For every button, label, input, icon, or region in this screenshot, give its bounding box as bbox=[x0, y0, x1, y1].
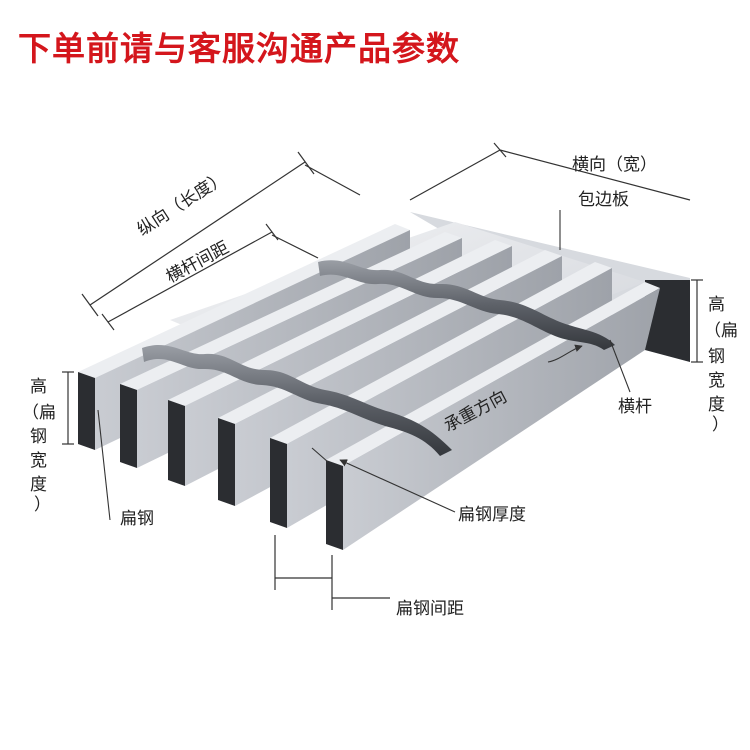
label-flat-steel: 扁钢 bbox=[120, 509, 154, 529]
thickness-tick bbox=[311, 447, 329, 463]
label-height-right-4: 宽 bbox=[708, 371, 725, 391]
twisted-crossbar bbox=[142, 344, 452, 456]
label-height-left-3: 钢 bbox=[30, 427, 47, 447]
label-flat-steel-thickness: 扁钢厚度 bbox=[458, 505, 526, 525]
label-height-right-1: 高 bbox=[708, 295, 725, 315]
label-crossbar: 横杆 bbox=[618, 397, 652, 417]
height-dimension-right bbox=[691, 279, 703, 363]
longitudinal-dimension bbox=[81, 151, 361, 317]
crossbar-leader bbox=[609, 339, 631, 393]
label-height-left-4: 宽 bbox=[30, 451, 47, 471]
thickness-leader bbox=[339, 459, 456, 513]
label-longitudinal: 纵向（长度） bbox=[134, 168, 230, 240]
height-dimension-left bbox=[62, 371, 74, 445]
label-height-right-3: 钢 bbox=[708, 347, 725, 367]
label-height-right-6: ） bbox=[712, 415, 729, 435]
label-edge-plate: 包边板 bbox=[578, 190, 629, 210]
label-height-right-2: （扁 bbox=[704, 321, 738, 341]
label-height-left-5: 度 bbox=[30, 475, 47, 495]
transverse-dimension bbox=[409, 142, 691, 201]
label-crossbar-pitch: 横杆间距 bbox=[163, 238, 232, 288]
label-height-right-5: 度 bbox=[708, 395, 725, 415]
crossbar-pitch-dimension bbox=[101, 223, 319, 331]
label-transverse: 横向（宽） bbox=[572, 155, 657, 175]
label-height-left-6: ） bbox=[34, 495, 51, 515]
label-height-left-2: （扁 bbox=[22, 403, 56, 423]
flat-steel-spacing-dimension bbox=[274, 535, 390, 610]
twisted-crossbar bbox=[318, 260, 615, 350]
headline: 下单前请与客服沟通产品参数 bbox=[18, 29, 460, 68]
flat-steel-leader bbox=[97, 409, 111, 521]
label-flat-steel-spacing: 扁钢间距 bbox=[396, 599, 464, 619]
label-height-left-1: 高 bbox=[30, 377, 47, 397]
load-direction-arrow bbox=[547, 344, 583, 363]
